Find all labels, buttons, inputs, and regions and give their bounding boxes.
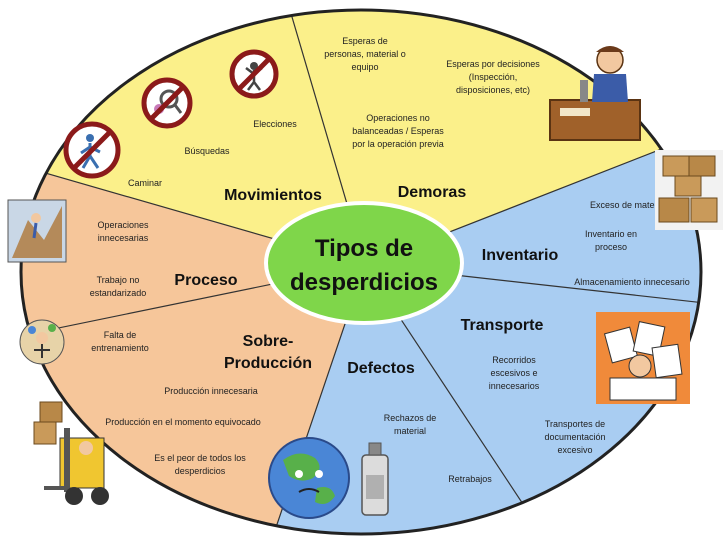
text-line: Producción en el momento equivocado <box>105 417 261 427</box>
inventario-item-exceso: Exceso de materiales <box>590 200 677 210</box>
sobreproduccion-title-line2: Producción <box>224 355 312 372</box>
text-line: entrenamiento <box>91 343 149 353</box>
text-line: personas, material o <box>324 49 406 59</box>
text-line: innecesarias <box>98 233 149 243</box>
text-line: Trabajo no <box>97 275 140 285</box>
proceso-item-trabajo: Trabajo no estandarizado <box>90 275 147 298</box>
center-ellipse <box>264 201 464 325</box>
text-line: balanceadas / Esperas <box>352 126 444 136</box>
person-juggling-icon <box>19 319 65 365</box>
proceso-item-falta: Falta de entrenamiento <box>91 330 149 353</box>
text-line: desperdicios <box>175 466 226 476</box>
demoras-item-esperas-personas: Esperas de personas, material o equipo <box>324 36 406 72</box>
outer-ellipse-border <box>19 8 703 536</box>
text-line: Recorridos <box>492 355 536 365</box>
no-choosing-icon <box>229 49 279 99</box>
text-line: innecesarios <box>489 381 540 391</box>
text-line: (Inspección, <box>469 72 518 82</box>
text-line: Falta de <box>104 330 137 340</box>
person-waiting-at-desk-icon <box>549 46 641 141</box>
text-line: equipo <box>351 62 378 72</box>
text-line: excesivo <box>557 445 592 455</box>
no-searching-icon <box>141 77 193 129</box>
demoras-item-esperas-decisiones: Esperas por decisiones (Inspección, disp… <box>446 59 540 95</box>
text-line: Producción innecesaria <box>164 386 258 396</box>
center-title-line2: desperdicios <box>290 269 438 296</box>
transporte-item-recorridos: Recorridos escesivos e innecesarios <box>489 355 540 391</box>
earth-globe-icon <box>268 437 350 519</box>
text-line: Inventario en <box>585 229 637 239</box>
demoras-title: Demoras <box>398 184 467 201</box>
movimientos-item-elecciones: Elecciones <box>253 119 297 129</box>
text-line: disposiciones, etc) <box>456 85 530 95</box>
forklift-icon <box>33 401 109 505</box>
text-line: Es el peor de todos los <box>154 453 246 463</box>
paperwork-pile-icon <box>596 312 690 404</box>
text-line: Operaciones <box>97 220 149 230</box>
text-line: Rechazos de <box>384 413 437 423</box>
sobreproduccion-item-peor: Es el peor de todos los desperdicios <box>154 453 246 476</box>
proceso-sector <box>21 160 365 340</box>
text-line: escesivos e <box>490 368 537 378</box>
text-line: estandarizado <box>90 288 147 298</box>
inventario-item-almacenamiento: Almacenamiento innecesario <box>574 277 690 287</box>
text-line: Esperas por decisiones <box>446 59 540 69</box>
movimientos-item-busquedas: Búsquedas <box>184 146 230 156</box>
demoras-item-operaciones-no-balanceadas: Operaciones no balanceadas / Esperas por… <box>352 113 444 149</box>
boxes-inventory-icon <box>655 150 723 230</box>
proceso-item-operaciones: Operaciones innecesarias <box>97 220 149 243</box>
sobreproduccion-title-line1: Sobre- <box>243 333 294 350</box>
text-line: Retrabajos <box>448 474 492 484</box>
transporte-title: Transporte <box>461 317 544 334</box>
text-line: documentación <box>544 432 605 442</box>
person-climbing-icon <box>7 199 67 263</box>
inventario-item-en-proceso: Inventario en proceso <box>585 229 637 252</box>
defectos-item-rechazos: Rechazos de material <box>384 413 437 436</box>
defectos-item-retrabajos: Retrabajos <box>448 474 492 484</box>
sobreproduccion-item-momento: Producción en el momento equivocado <box>105 417 261 427</box>
no-walking-icon <box>63 121 121 179</box>
text-line: Exceso de materiales <box>590 200 677 210</box>
text-line: Operaciones no <box>366 113 430 123</box>
text-line: material <box>394 426 426 436</box>
spray-can-icon <box>361 442 389 516</box>
text-line: por la operación previa <box>352 139 444 149</box>
movimientos-item-caminar: Caminar <box>128 178 162 188</box>
text-line: Transportes de <box>545 419 605 429</box>
text-line: proceso <box>595 242 627 252</box>
text-line: Almacenamiento innecesario <box>574 277 690 287</box>
inventario-title: Inventario <box>482 247 559 264</box>
transporte-item-documentacion: Transportes de documentación excesivo <box>544 419 605 455</box>
movimientos-title: Movimientos <box>224 187 322 204</box>
defectos-title: Defectos <box>347 360 415 377</box>
center-title-line1: Tipos de <box>315 235 413 262</box>
text-line: Esperas de <box>342 36 388 46</box>
sobreproduccion-item-innecesaria: Producción innecesaria <box>164 386 258 396</box>
proceso-title: Proceso <box>174 272 237 289</box>
